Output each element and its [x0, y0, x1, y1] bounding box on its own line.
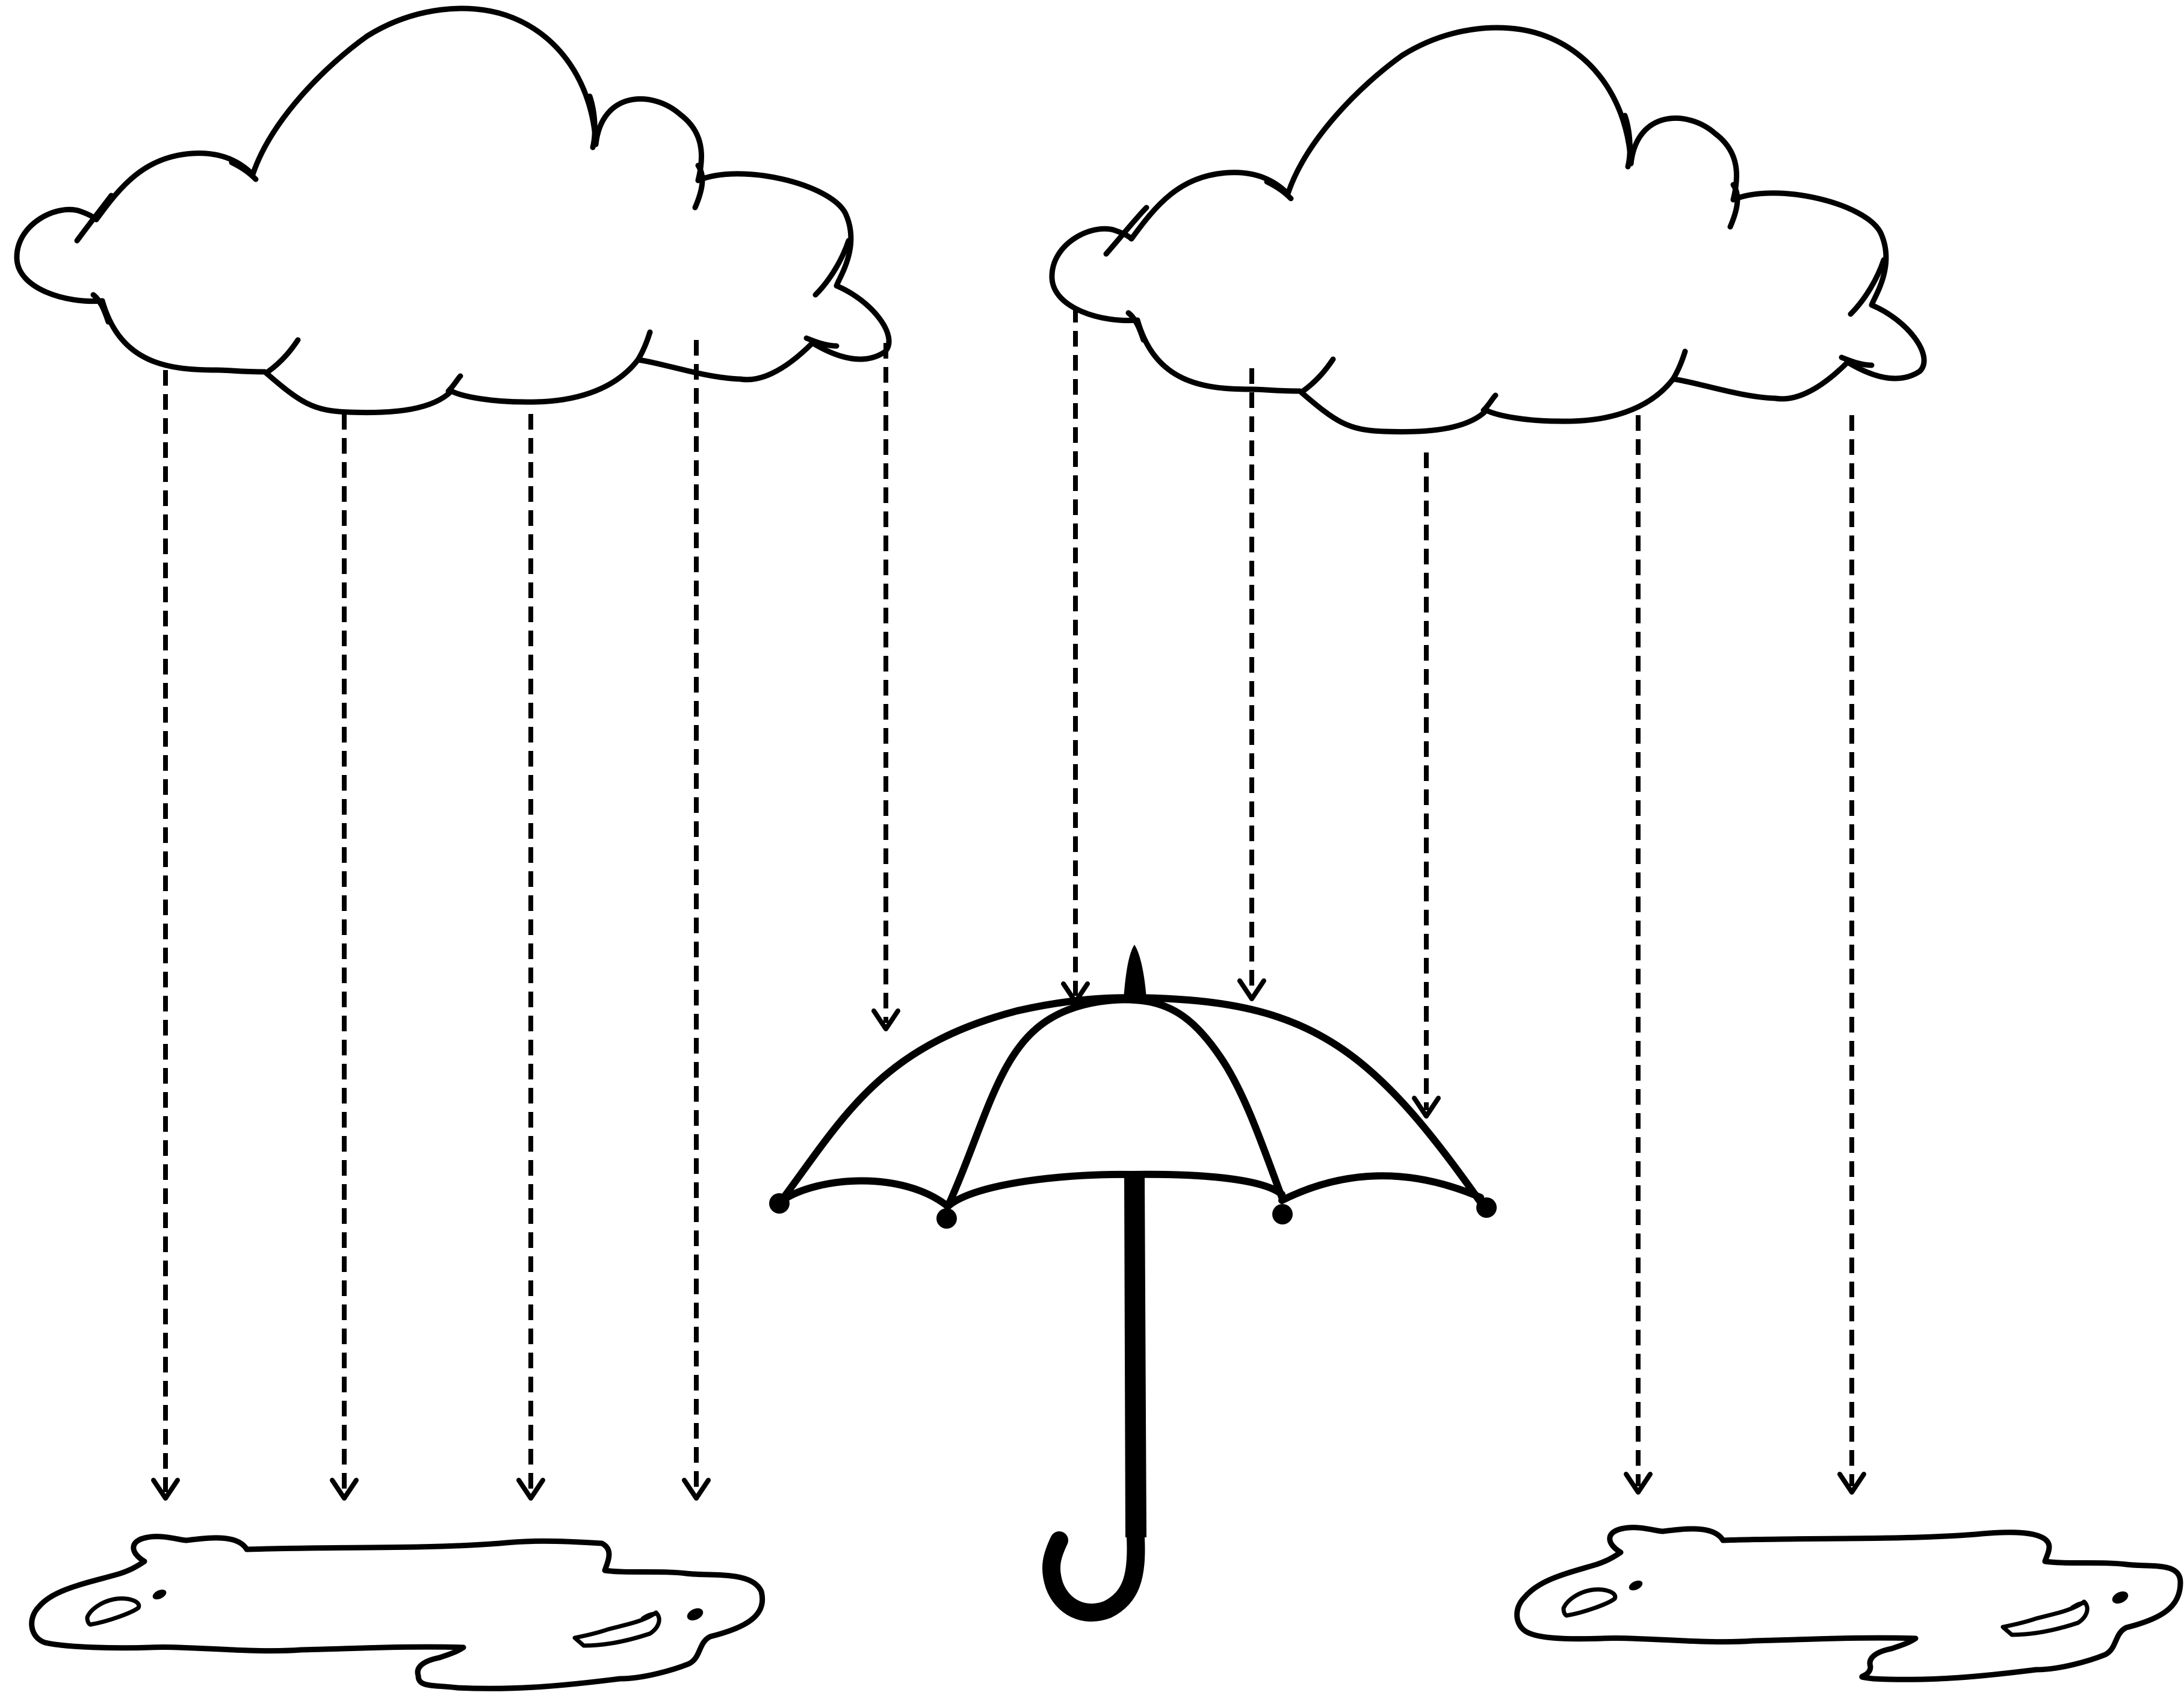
arrow-down-icon — [871, 1008, 900, 1031]
arrow-down-icon — [330, 1478, 359, 1501]
arrow-down-icon — [682, 1478, 711, 1501]
umbrella-icon — [769, 945, 1497, 1622]
rain-left — [151, 340, 900, 1501]
cloud-right — [1049, 25, 1927, 435]
puddle-right — [1514, 1525, 2183, 1682]
arrow-down-icon — [151, 1478, 180, 1501]
cloud-left — [14, 5, 892, 416]
arrow-down-icon — [1624, 1472, 1653, 1495]
arrow-down-icon — [1412, 1096, 1441, 1119]
puddle-left — [29, 1534, 766, 1691]
arrow-down-icon — [1837, 1472, 1866, 1495]
rain-right — [1061, 307, 1866, 1495]
arrow-down-icon — [516, 1478, 545, 1501]
arrow-down-icon — [1237, 978, 1266, 1001]
